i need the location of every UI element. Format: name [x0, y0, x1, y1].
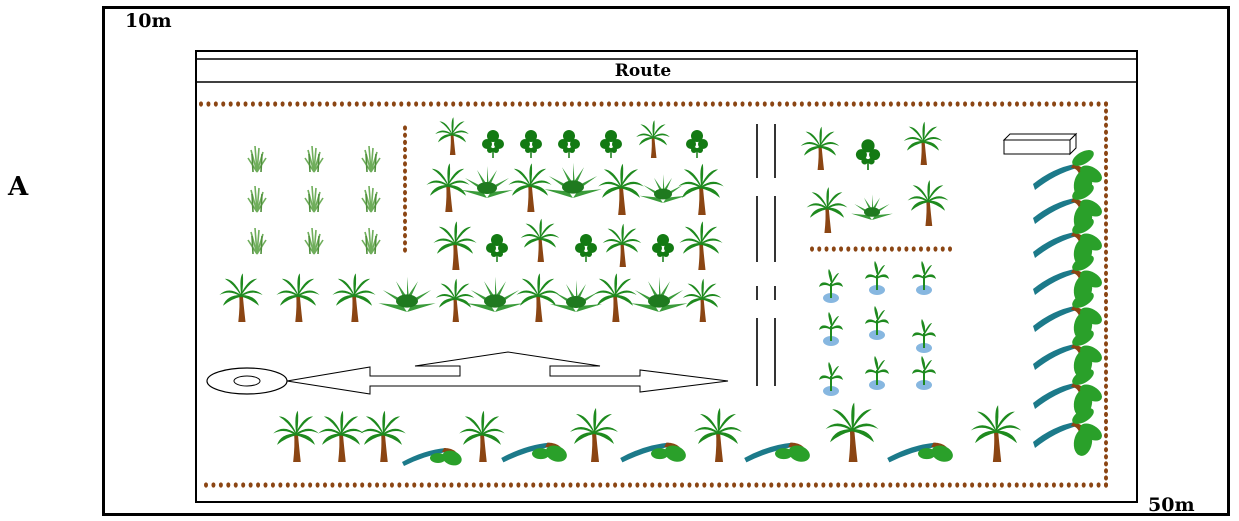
leaning-palm-icon — [1033, 288, 1105, 342]
palm-tree-icon — [800, 126, 840, 170]
palm-tree-icon — [433, 221, 477, 270]
leaning-palm-icon — [1033, 146, 1105, 200]
clover-plant-icon — [685, 129, 709, 159]
palm-tree-icon — [679, 221, 723, 270]
panel-letter: A — [8, 172, 29, 202]
clover-plant-icon — [519, 129, 543, 159]
palm-tree-icon — [508, 163, 552, 212]
fern-bush-icon — [466, 276, 524, 312]
palm-tree-icon — [903, 121, 943, 165]
fern-bush-icon — [544, 162, 602, 198]
leaning-palm-icon — [1033, 251, 1105, 305]
aquatic-plant-icon — [912, 261, 936, 295]
grass-clump-icon — [247, 185, 267, 213]
well-icon — [206, 367, 288, 395]
plant-layer — [219, 117, 1105, 468]
palm-tree-icon — [694, 408, 742, 462]
outer-frame — [102, 6, 1230, 516]
fern-bush-icon — [550, 280, 602, 312]
grass-clump-icon — [361, 145, 381, 173]
fern-bush-icon — [639, 174, 687, 203]
grass-clump-icon — [361, 227, 381, 255]
palm-tree-icon — [360, 410, 406, 462]
clover-plant-icon — [481, 129, 505, 159]
palm-tree-icon — [219, 273, 263, 322]
hedge-rows — [199, 101, 1108, 488]
palm-tree-icon — [825, 402, 879, 462]
leaning-palm-icon — [1033, 365, 1105, 419]
fallen-palm-icon — [501, 442, 570, 465]
clover-plant-icon — [855, 138, 881, 171]
aquatic-plant-icon — [865, 356, 889, 390]
palm-tree-icon — [636, 120, 670, 158]
palm-tree-icon — [570, 408, 618, 462]
palm-tree-icon — [806, 187, 848, 233]
leaning-palm-icon — [1033, 180, 1105, 234]
storage-box-icon — [1002, 132, 1078, 156]
fallen-palm-icon — [744, 442, 813, 465]
grass-clump-icon — [247, 145, 267, 173]
palm-tree-icon — [435, 117, 469, 155]
palm-tree-icon — [273, 410, 319, 462]
palm-tree-icon — [332, 273, 376, 322]
aquatic-plant-icon — [912, 319, 936, 353]
clover-plant-icon — [485, 233, 509, 263]
aquatic-plant-icon — [865, 306, 889, 340]
leaning-palm-icon — [1033, 404, 1105, 458]
grass-clump-icon — [304, 185, 324, 213]
palm-tree-icon — [682, 278, 722, 322]
path-lines — [756, 124, 776, 386]
hedge-top — [199, 101, 1108, 107]
palm-tree-icon — [276, 273, 320, 322]
palm-tree-icon — [435, 278, 475, 322]
palm-tree-icon — [678, 163, 724, 215]
hedge-inner-horizontal — [810, 246, 952, 252]
aquatic-plant-icon — [819, 312, 843, 346]
grass-clump-icon — [304, 227, 324, 255]
aquatic-plant-icon — [912, 356, 936, 390]
fern-bush-icon — [630, 276, 688, 312]
clover-plant-icon — [557, 129, 581, 159]
clover-plant-icon — [574, 233, 598, 263]
clover-plant-icon — [651, 233, 675, 263]
fern-bush-icon — [378, 276, 436, 312]
hedge-bottom — [204, 482, 1108, 488]
palm-tree-icon — [459, 410, 505, 462]
grass-clump-icon — [304, 145, 324, 173]
length-label: 50m — [1148, 494, 1195, 516]
grass-clump-icon — [247, 227, 267, 255]
fallen-palm-icon — [402, 448, 464, 468]
palm-tree-icon — [970, 405, 1022, 462]
leaning-palm-icon — [1033, 326, 1105, 380]
hedge-right — [1104, 101, 1108, 488]
double-arrow-icon — [286, 351, 729, 395]
palm-tree-icon — [318, 410, 364, 462]
width-label: 10m — [125, 10, 172, 32]
fallen-palm-icon — [887, 442, 956, 465]
route-label: Route — [615, 61, 672, 81]
palm-tree-icon — [593, 273, 637, 322]
grass-clump-icon — [361, 185, 381, 213]
palm-tree-icon — [602, 223, 642, 267]
clover-plant-icon — [599, 129, 623, 159]
aquatic-plant-icon — [819, 362, 843, 396]
fern-bush-icon — [851, 194, 893, 220]
aquatic-plant-icon — [819, 269, 843, 303]
palm-tree-icon — [907, 180, 949, 226]
leaning-palm-icon — [1033, 214, 1105, 268]
hedge-inner-vertical — [403, 125, 407, 253]
fallen-palm-icon — [620, 442, 689, 465]
aquatic-plant-icon — [865, 261, 889, 295]
palm-tree-icon — [520, 218, 560, 262]
fern-bush-icon — [461, 166, 513, 198]
palm-tree-icon — [426, 163, 470, 212]
route-band: Route — [196, 58, 1137, 83]
palm-tree-icon — [598, 163, 644, 215]
palm-tree-icon — [516, 273, 560, 322]
field-border — [195, 50, 1138, 503]
